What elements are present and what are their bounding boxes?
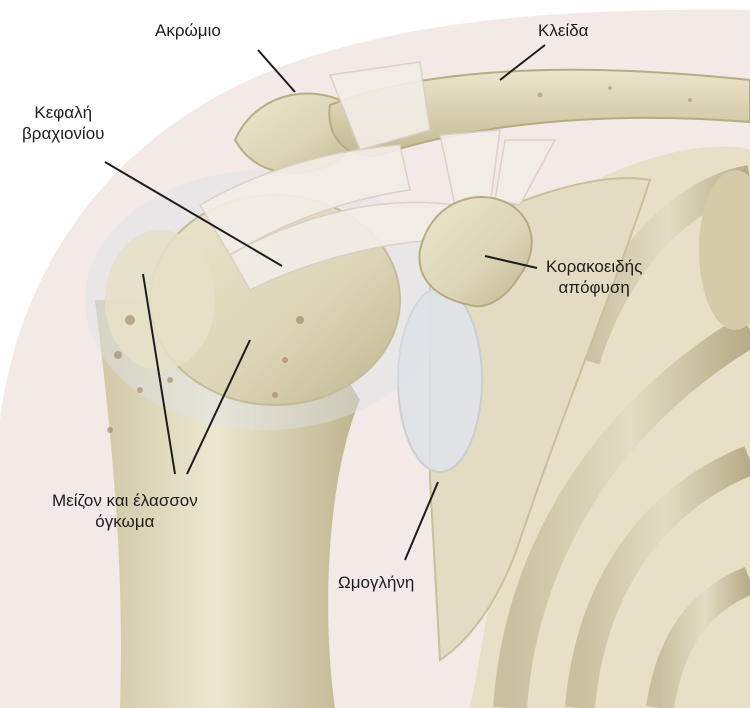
greater-tubercle	[105, 230, 215, 370]
label-acromion: Ακρώμιο	[155, 20, 221, 41]
label-coracoid-process: Κορακοειδής απόφυση	[546, 256, 642, 298]
label-clavicle: Κλείδα	[538, 20, 589, 41]
label-glenoid: Ωμογλήνη	[338, 572, 414, 593]
label-humeral-head: Κεφαλή βραχιονίου	[22, 102, 104, 144]
label-tubercles: Μείζον και έλασσον όγκωμα	[52, 490, 198, 532]
